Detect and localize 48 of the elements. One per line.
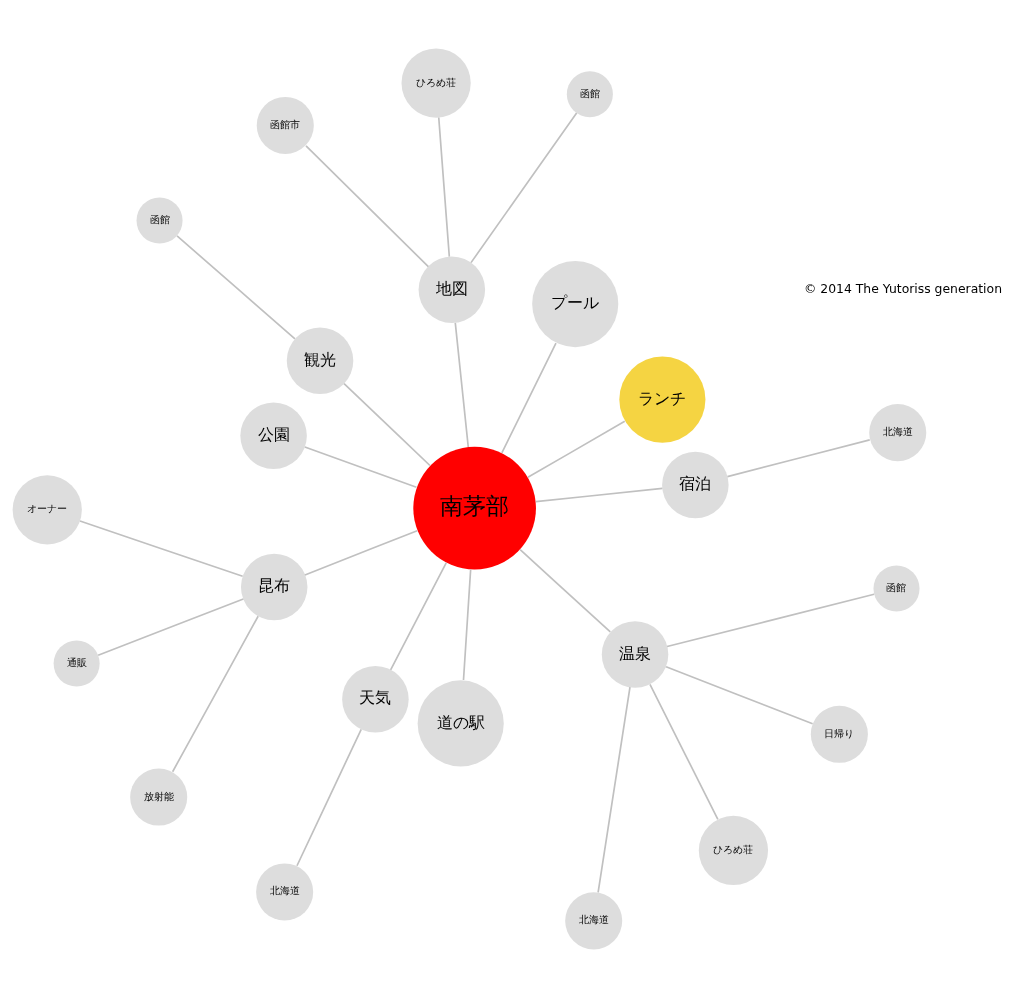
connector [519,548,612,633]
node-circle: 道の駅 [417,680,504,767]
connector [171,615,259,773]
node-circle: 北海道 [256,863,314,921]
node-circle: オーナー [12,475,82,545]
connector [296,728,363,867]
label: © 2014 The Yutoriss generation [804,281,1003,297]
node-circle: 温泉 [601,621,669,688]
connector [97,598,245,657]
connector [470,112,578,264]
node-circle: 南茅部 [413,446,536,570]
connector [527,420,626,479]
connector [304,529,419,576]
node-circle: 函館 [566,71,613,118]
connector [304,446,418,489]
node-circle: 函館市 [256,96,314,154]
connector [649,683,719,821]
connector [343,382,431,467]
node-circle: 北海道 [565,892,623,950]
node-circle: 昆布 [240,553,308,621]
node-circle: 宿泊 [662,451,729,519]
connector [726,439,871,478]
connector [176,235,296,340]
connector [462,568,472,681]
connector [389,562,448,671]
node-circle: 天気 [342,665,409,733]
connector [305,145,430,268]
connector [501,342,557,454]
node-circle: 通販 [53,640,100,687]
node-circle: 北海道 [869,404,927,462]
connector [597,686,631,894]
node-circle: 観光 [286,327,354,395]
node-circle: 函館 [873,565,920,612]
node-circle: 公園 [240,402,307,470]
connector [665,665,814,725]
connector [454,322,470,448]
node-circle: ひろめ荘 [698,815,769,886]
node-circle: 放射能 [130,768,188,826]
node-circle: 地図 [418,256,486,324]
connector [666,593,875,648]
node-circle: 函館 [136,197,183,244]
node-circle: プール [532,261,619,348]
connector [534,487,664,503]
connector [79,520,244,578]
node-circle: ひろめ荘 [401,48,471,118]
node-circle: ランチ [619,356,706,443]
connector [437,116,451,258]
node-circle: 日帰り [810,705,868,763]
